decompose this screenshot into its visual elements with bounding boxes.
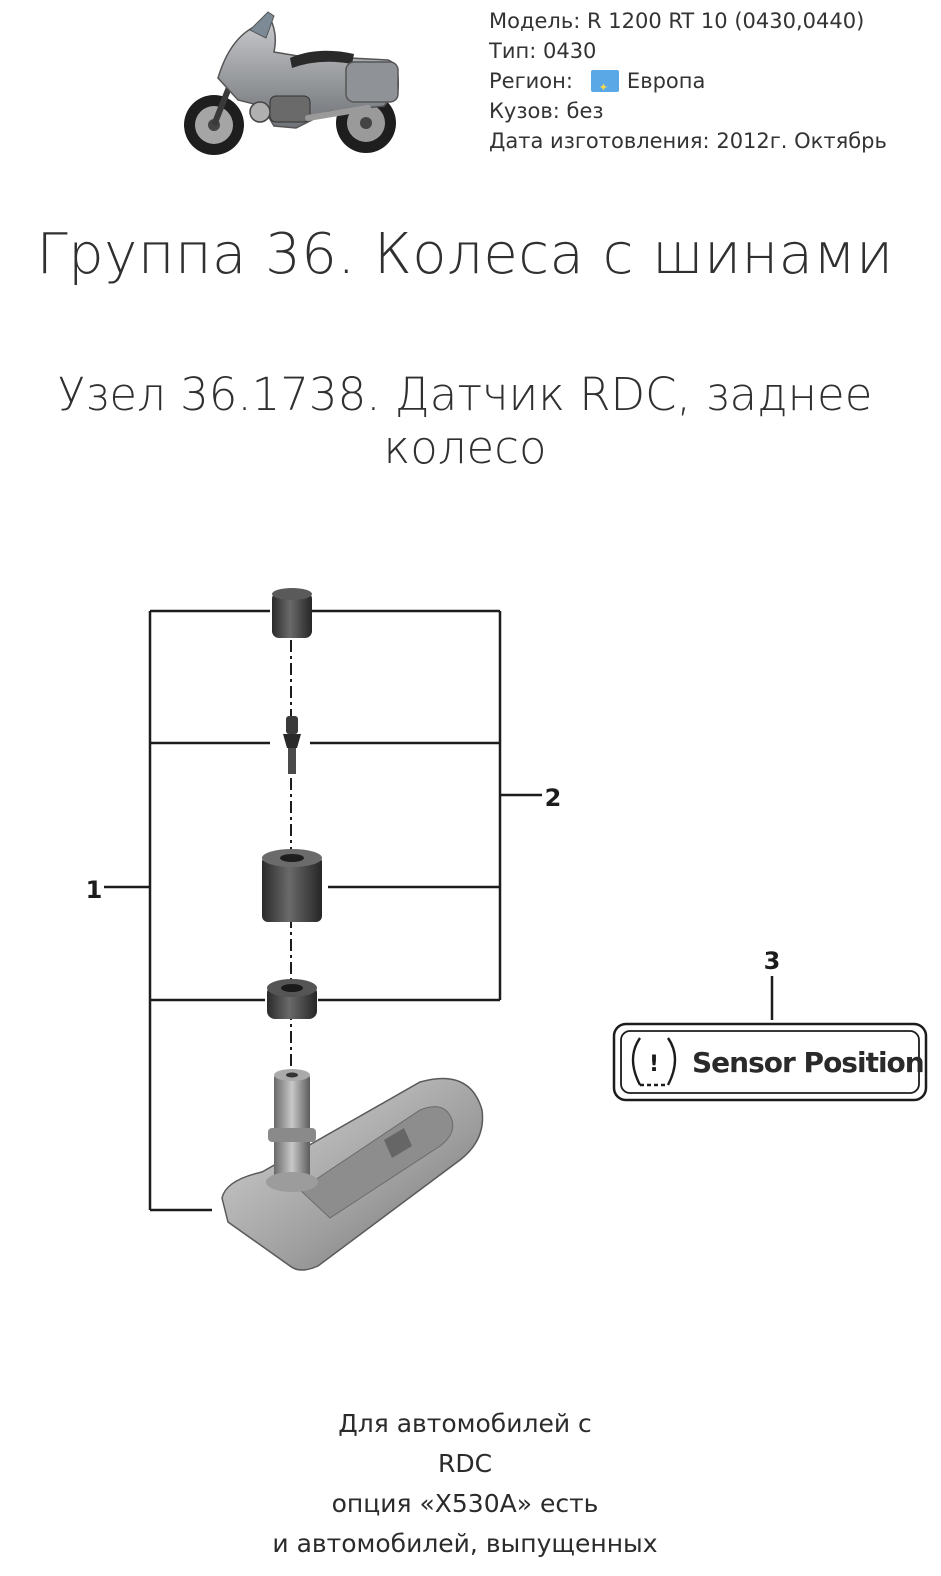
seal-ring[interactable] [267,979,317,1019]
callout-2[interactable]: 2 [545,784,562,812]
vehicle-info: Модель: R 1200 RT 10 (0430,0440) Тип: 04… [489,6,929,156]
model-value: R 1200 RT 10 (0430,0440) [586,9,865,33]
valve-core[interactable] [283,716,301,774]
type-value: 0430 [542,39,597,63]
applicability-note: Для автомобилей с RDC опция «X530A» есть… [0,1404,930,1564]
region-value: Европа [626,69,706,93]
sensor-position-label[interactable]: ! Sensor Position [612,1022,928,1102]
rdc-sensor[interactable] [221,1069,484,1271]
valve-cap[interactable] [272,588,312,638]
model-label: Модель: [489,9,581,33]
body-row: Кузов: без [489,96,929,126]
motorcycle-image [184,11,400,155]
eu-flag-icon [590,70,619,103]
date-row: Дата изготовления: 2012г. Октябрь [489,126,929,156]
sensor-position-text: Sensor Position [692,1046,924,1079]
valve-nut[interactable] [262,849,322,922]
bracket-lines [104,609,774,1212]
note-line-1: Для автомобилей с [338,1409,592,1438]
region-row: Регион: Европа [489,66,929,103]
callout-1[interactable]: 1 [86,876,103,904]
type-label: Тип: [489,39,537,63]
tire-pressure-warning-icon: ! [631,1037,677,1087]
region-label: Регион: [489,69,573,93]
note-line-4: и автомобилей, выпущенных [272,1529,658,1558]
assembly-title: Узел 36.1738. Датчик RDC, заднее колесо [57,368,873,474]
warning-glyph: ! [649,1052,659,1077]
group-title: Группа 36. Колеса с шинами [36,222,894,287]
body-label: Кузов: [489,99,560,123]
date-label: Дата изготовления: [489,129,710,153]
body-value: без [566,99,604,123]
note-line-2: RDC [437,1449,493,1478]
date-value: 2012г. Октябрь [716,129,887,153]
parts-diagram[interactable]: ! Sensor Position 1 2 3 [60,570,940,1290]
model-row: Модель: R 1200 RT 10 (0430,0440) [489,6,929,36]
type-row: Тип: 0430 [489,36,929,66]
note-line-3: опция «X530A» есть [331,1489,599,1518]
callout-3[interactable]: 3 [764,947,781,975]
